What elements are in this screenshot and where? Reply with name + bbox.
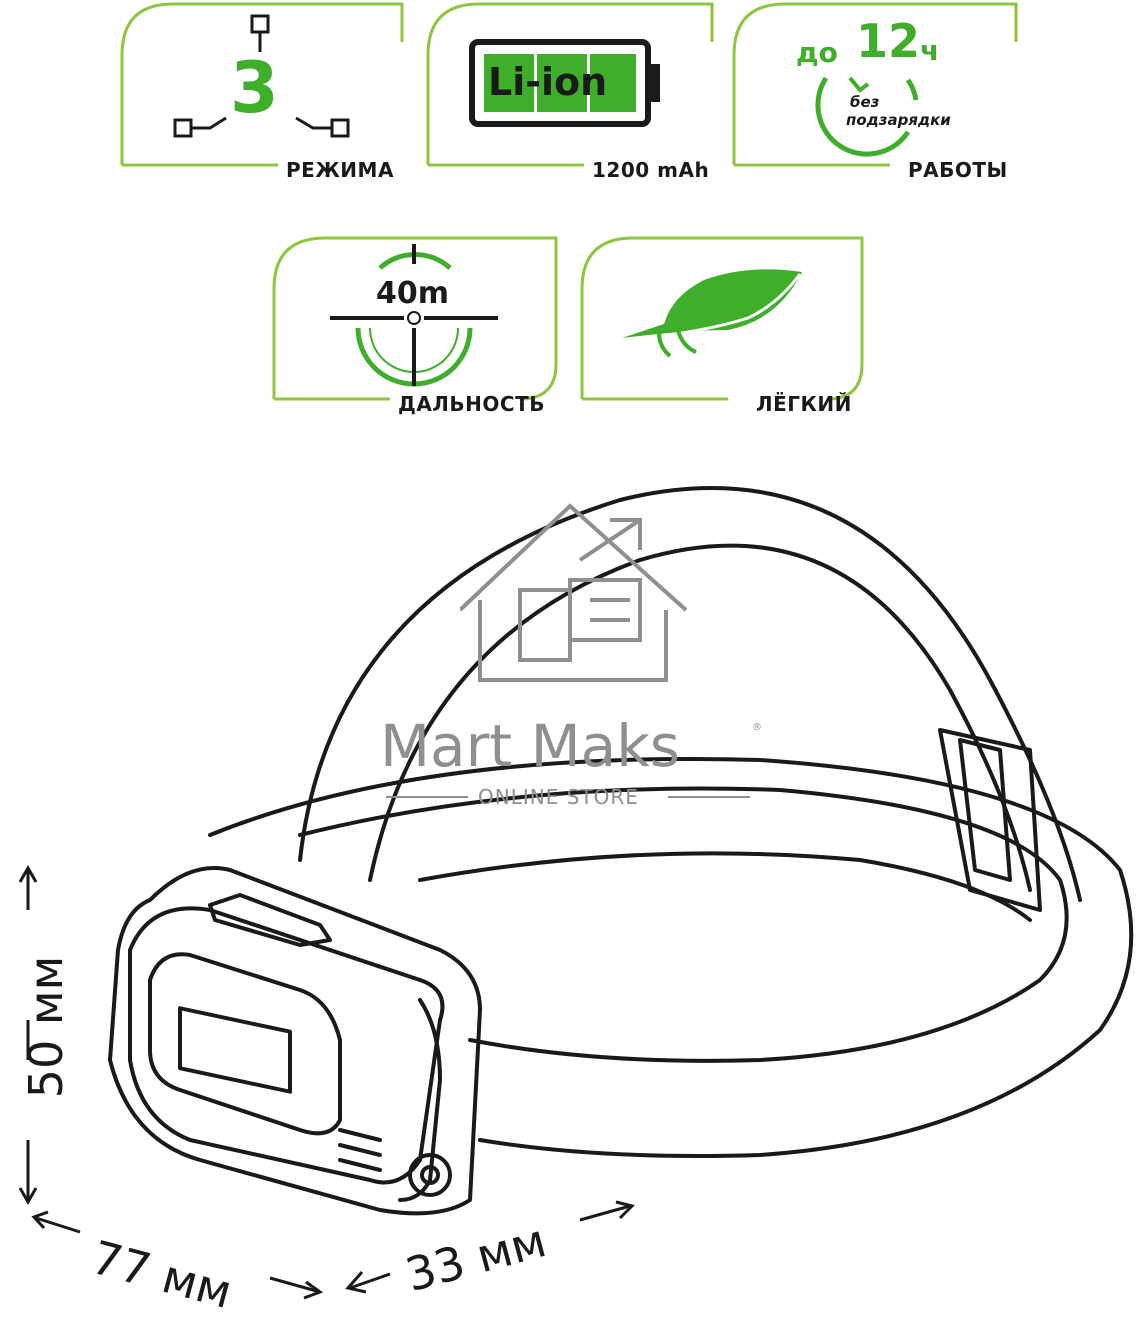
headlamp-illustration	[18, 486, 1134, 1300]
runtime-line1: без	[850, 93, 880, 111]
feature-card-modes: 3 РЕЖИМА	[118, 0, 408, 190]
headband	[208, 756, 1134, 1158]
feather-icon	[617, 269, 802, 358]
modes-number: 3	[230, 47, 279, 129]
modes-label: РЕЖИМА	[286, 158, 394, 182]
watermark-house-icon	[460, 503, 688, 682]
lamp-lens	[148, 952, 342, 1136]
feature-card-weight: ЛЁГКИЙ	[578, 234, 878, 424]
runtime-line2: подзарядки	[846, 111, 951, 129]
hinge-screw	[408, 1153, 452, 1197]
crosshair-icon	[330, 244, 498, 387]
clock-icon	[815, 76, 919, 157]
watermark-rule-left	[386, 796, 468, 798]
watermark-registered: ®	[752, 722, 762, 733]
lamp-housing	[108, 866, 482, 1216]
card-frame	[732, 2, 1018, 167]
watermark-subtitle: ONLINE STORE	[478, 785, 639, 809]
feature-card-range: 40m ДАЛЬНОСТЬ	[270, 234, 570, 424]
weight-label: ЛЁГКИЙ	[756, 392, 852, 416]
battery-icon	[469, 39, 660, 127]
dimension-arrows	[18, 864, 635, 1300]
feature-card-battery: Li-ion 1200 mAh	[424, 0, 724, 190]
watermark-rule-right	[668, 796, 750, 798]
strap-buckle	[938, 728, 1042, 912]
led-window	[178, 1006, 292, 1094]
feature-card-runtime: до 12 ч без подзарядки РАБОТЫ	[730, 0, 1030, 190]
runtime-hours: 12	[856, 14, 921, 68]
card-frame	[272, 236, 558, 401]
mode-switch-icon	[173, 14, 350, 138]
range-value: 40m	[376, 276, 450, 311]
runtime-label: РАБОТЫ	[908, 158, 1008, 182]
range-label: ДАЛЬНОСТЬ	[398, 392, 545, 416]
card-frame	[426, 2, 714, 167]
runtime-prefix: до	[796, 36, 838, 69]
power-button	[208, 893, 332, 947]
runtime-unit: ч	[920, 34, 940, 67]
card-frame	[120, 2, 404, 167]
battery-text: Li-ion	[488, 60, 608, 104]
dimension-height: 50 мм	[19, 955, 73, 1099]
card-frame	[580, 236, 864, 401]
watermark-name: Mart Maks	[380, 712, 680, 780]
battery-label: 1200 mAh	[592, 158, 710, 182]
